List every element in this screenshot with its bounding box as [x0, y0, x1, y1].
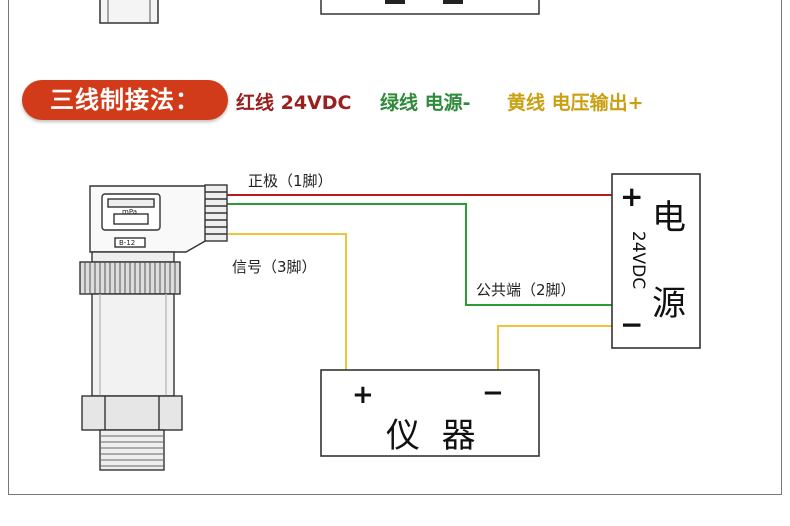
green-wire — [228, 203, 615, 306]
instrument-box — [320, 369, 540, 457]
instrument-plus-sign: + — [352, 380, 374, 410]
positive-pin-label: 正极（1脚） — [248, 172, 333, 190]
power-title-top: 电 — [652, 198, 686, 238]
wiring-method-banner: 三线制接法： — [22, 80, 228, 120]
common-pin-label: 公共端（2脚） — [476, 281, 576, 299]
instrument-title: 仪 器 — [386, 416, 476, 456]
legend-yellow-wire: 黄线 电压输出+ — [507, 92, 644, 114]
power-minus-sign: − — [620, 308, 644, 341]
power-plus-sign: + — [620, 180, 644, 213]
power-title-bottom: 源 — [652, 284, 686, 324]
sensor-unit-label: mPa — [122, 208, 138, 216]
legend-green-wire: 绿线 电源- — [380, 92, 471, 114]
power-voltage-label: 24VDC — [628, 230, 648, 290]
cropped-previous-instrument-box — [320, 0, 540, 15]
power-supply-box — [611, 173, 701, 349]
instrument-minus-sign: − — [482, 378, 504, 408]
signal-pin-label: 信号（3脚） — [232, 258, 317, 276]
pressure-sensor — [79, 184, 228, 471]
diagram-frame — [8, 0, 782, 495]
yellow-wire-return — [497, 325, 615, 370]
cropped-previous-sensor — [99, 0, 159, 24]
legend-red-wire: 红线 24VDC — [236, 92, 352, 114]
sensor-plate-label: B-12 — [119, 239, 136, 247]
yellow-wire-signal — [228, 233, 347, 370]
